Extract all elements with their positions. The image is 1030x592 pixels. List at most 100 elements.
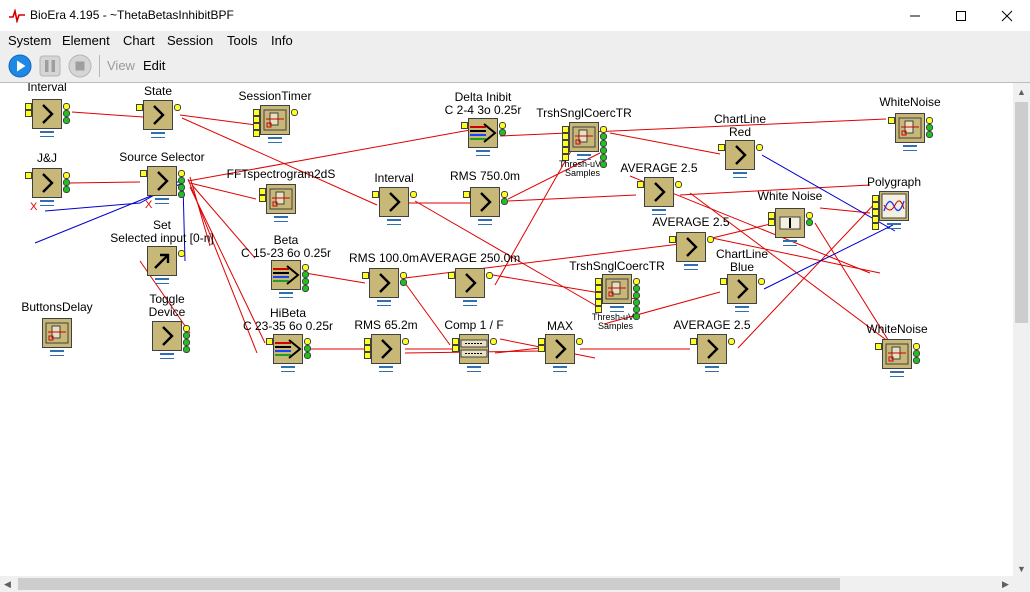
input-port[interactable] bbox=[266, 338, 273, 345]
polygraph-block[interactable] bbox=[879, 191, 909, 226]
input-port[interactable] bbox=[875, 343, 882, 350]
input-port[interactable] bbox=[461, 122, 468, 129]
edit-button[interactable]: Edit bbox=[143, 58, 166, 73]
output-port[interactable] bbox=[63, 172, 70, 179]
input-port[interactable] bbox=[768, 219, 775, 226]
output-port[interactable] bbox=[178, 170, 185, 177]
output-port[interactable] bbox=[675, 181, 682, 188]
input-port[interactable] bbox=[372, 191, 379, 198]
menu-element[interactable]: Element bbox=[62, 33, 110, 48]
interval-block[interactable] bbox=[379, 187, 409, 222]
output-port[interactable] bbox=[183, 332, 190, 339]
input-port[interactable] bbox=[364, 345, 371, 352]
output-port[interactable] bbox=[63, 117, 70, 124]
output-port[interactable] bbox=[183, 346, 190, 353]
output-port[interactable] bbox=[304, 352, 311, 359]
input-port[interactable] bbox=[562, 133, 569, 140]
input-port[interactable] bbox=[872, 195, 879, 202]
input-port[interactable] bbox=[718, 144, 725, 151]
average-2-5-block[interactable] bbox=[676, 232, 706, 267]
output-port[interactable] bbox=[178, 250, 185, 257]
trshsnglcoerctr-block[interactable] bbox=[602, 274, 632, 309]
output-port[interactable] bbox=[302, 271, 309, 278]
trshsnglcoerctr-block[interactable] bbox=[569, 122, 599, 157]
output-port[interactable] bbox=[499, 129, 506, 136]
output-port[interactable] bbox=[302, 285, 309, 292]
input-port[interactable] bbox=[25, 103, 32, 110]
input-port[interactable] bbox=[872, 216, 879, 223]
output-port[interactable] bbox=[410, 191, 417, 198]
output-port[interactable] bbox=[926, 131, 933, 138]
input-port[interactable] bbox=[637, 181, 644, 188]
output-port[interactable] bbox=[63, 179, 70, 186]
chartline-block[interactable] bbox=[727, 274, 757, 309]
output-port[interactable] bbox=[600, 140, 607, 147]
output-port[interactable] bbox=[400, 279, 407, 286]
fftspectrogram2ds-block[interactable] bbox=[266, 184, 296, 219]
output-port[interactable] bbox=[600, 147, 607, 154]
white-noise-block[interactable] bbox=[775, 208, 805, 243]
input-port[interactable] bbox=[562, 140, 569, 147]
input-port[interactable] bbox=[140, 170, 147, 177]
input-port[interactable] bbox=[253, 109, 260, 116]
output-port[interactable] bbox=[501, 198, 508, 205]
output-port[interactable] bbox=[633, 306, 640, 313]
output-port[interactable] bbox=[633, 313, 640, 320]
max-block[interactable] bbox=[545, 334, 575, 369]
output-port[interactable] bbox=[600, 161, 607, 168]
input-port[interactable] bbox=[595, 292, 602, 299]
output-port[interactable] bbox=[576, 338, 583, 345]
output-port[interactable] bbox=[600, 154, 607, 161]
average-2-5-block[interactable] bbox=[644, 177, 674, 212]
comp-1-f-block[interactable] bbox=[459, 334, 489, 369]
output-port[interactable] bbox=[499, 122, 506, 129]
average-250-0m-block[interactable] bbox=[455, 268, 485, 303]
j-j-block[interactable] bbox=[32, 168, 62, 203]
interval-block[interactable] bbox=[32, 99, 62, 134]
output-port[interactable] bbox=[402, 338, 409, 345]
view-button[interactable]: View bbox=[107, 58, 135, 73]
input-port[interactable] bbox=[538, 338, 545, 345]
output-port[interactable] bbox=[400, 272, 407, 279]
output-port[interactable] bbox=[178, 191, 185, 198]
output-port[interactable] bbox=[63, 186, 70, 193]
output-port[interactable] bbox=[926, 117, 933, 124]
whitenoise-block[interactable] bbox=[882, 339, 912, 374]
input-port[interactable] bbox=[595, 278, 602, 285]
output-port[interactable] bbox=[600, 126, 607, 133]
input-port[interactable] bbox=[538, 345, 545, 352]
input-port[interactable] bbox=[25, 110, 32, 117]
input-port[interactable] bbox=[872, 202, 879, 209]
input-port[interactable] bbox=[452, 345, 459, 352]
average-2-5-block[interactable] bbox=[697, 334, 727, 369]
set-block[interactable] bbox=[147, 246, 177, 281]
output-port[interactable] bbox=[183, 339, 190, 346]
output-port[interactable] bbox=[913, 350, 920, 357]
input-port[interactable] bbox=[463, 191, 470, 198]
output-port[interactable] bbox=[806, 219, 813, 226]
output-port[interactable] bbox=[183, 325, 190, 332]
output-port[interactable] bbox=[302, 264, 309, 271]
output-port[interactable] bbox=[913, 343, 920, 350]
output-port[interactable] bbox=[291, 109, 298, 116]
input-port[interactable] bbox=[448, 272, 455, 279]
output-port[interactable] bbox=[304, 345, 311, 352]
output-port[interactable] bbox=[633, 278, 640, 285]
input-port[interactable] bbox=[136, 104, 143, 111]
input-port[interactable] bbox=[595, 306, 602, 313]
sessiontimer-block[interactable] bbox=[260, 105, 290, 140]
input-port[interactable] bbox=[253, 123, 260, 130]
close-button[interactable] bbox=[984, 0, 1030, 31]
menu-chart[interactable]: Chart bbox=[123, 33, 155, 48]
output-port[interactable] bbox=[302, 278, 309, 285]
input-port[interactable] bbox=[720, 278, 727, 285]
input-port[interactable] bbox=[872, 223, 879, 230]
input-port[interactable] bbox=[253, 116, 260, 123]
input-port[interactable] bbox=[562, 147, 569, 154]
minimize-button[interactable] bbox=[892, 0, 938, 31]
output-port[interactable] bbox=[63, 110, 70, 117]
horizontal-scroll-thumb[interactable] bbox=[18, 578, 840, 590]
output-port[interactable] bbox=[178, 177, 185, 184]
vertical-scroll-thumb[interactable] bbox=[1015, 102, 1028, 323]
